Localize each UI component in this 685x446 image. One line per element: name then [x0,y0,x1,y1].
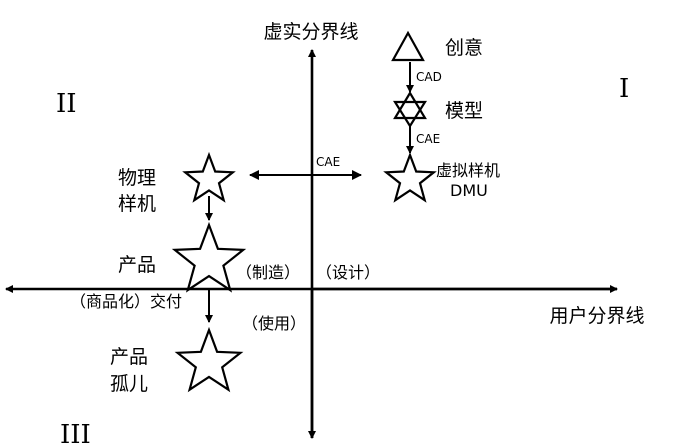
orphan-label-line1: 产品 [110,346,148,368]
manufacture-label: （制造） [236,263,300,282]
physical-prototype-star-icon [182,151,236,203]
model-hexagram-down-icon [393,100,427,129]
product-orphan-star-icon [174,326,244,393]
use-label: （使用） [242,314,306,333]
dmu-star-icon [383,151,437,203]
quadrant-2-label: II [56,89,77,119]
physical-label-line2: 样机 [118,193,156,215]
design-label: （设计） [316,263,380,282]
delivery-label: （商品化）交付 [70,292,182,311]
cae-horizontal-label: CAE [316,155,340,169]
quadrant-1-label: I [619,74,629,104]
orphan-label-line2: 孤儿 [110,373,148,395]
horizontal-axis-label: 用户分界线 [549,305,644,327]
cad-label: CAD [416,70,442,84]
idea-triangle-icon [391,30,425,62]
dmu-label-line2: DMU [450,181,488,200]
idea-label: 创意 [445,37,483,59]
physical-label-line1: 物理 [118,167,156,189]
model-hexagram-up-icon [393,90,427,120]
model-label: 模型 [445,100,483,122]
dmu-label-line1: 虚拟样机 [436,161,500,180]
quadrant-3-label: III [60,420,91,446]
product-label: 产品 [118,254,156,276]
vertical-axis-label: 虚实分界线 [263,21,358,43]
cae-vertical-label: CAE [416,132,440,146]
product-star-icon [171,221,247,293]
